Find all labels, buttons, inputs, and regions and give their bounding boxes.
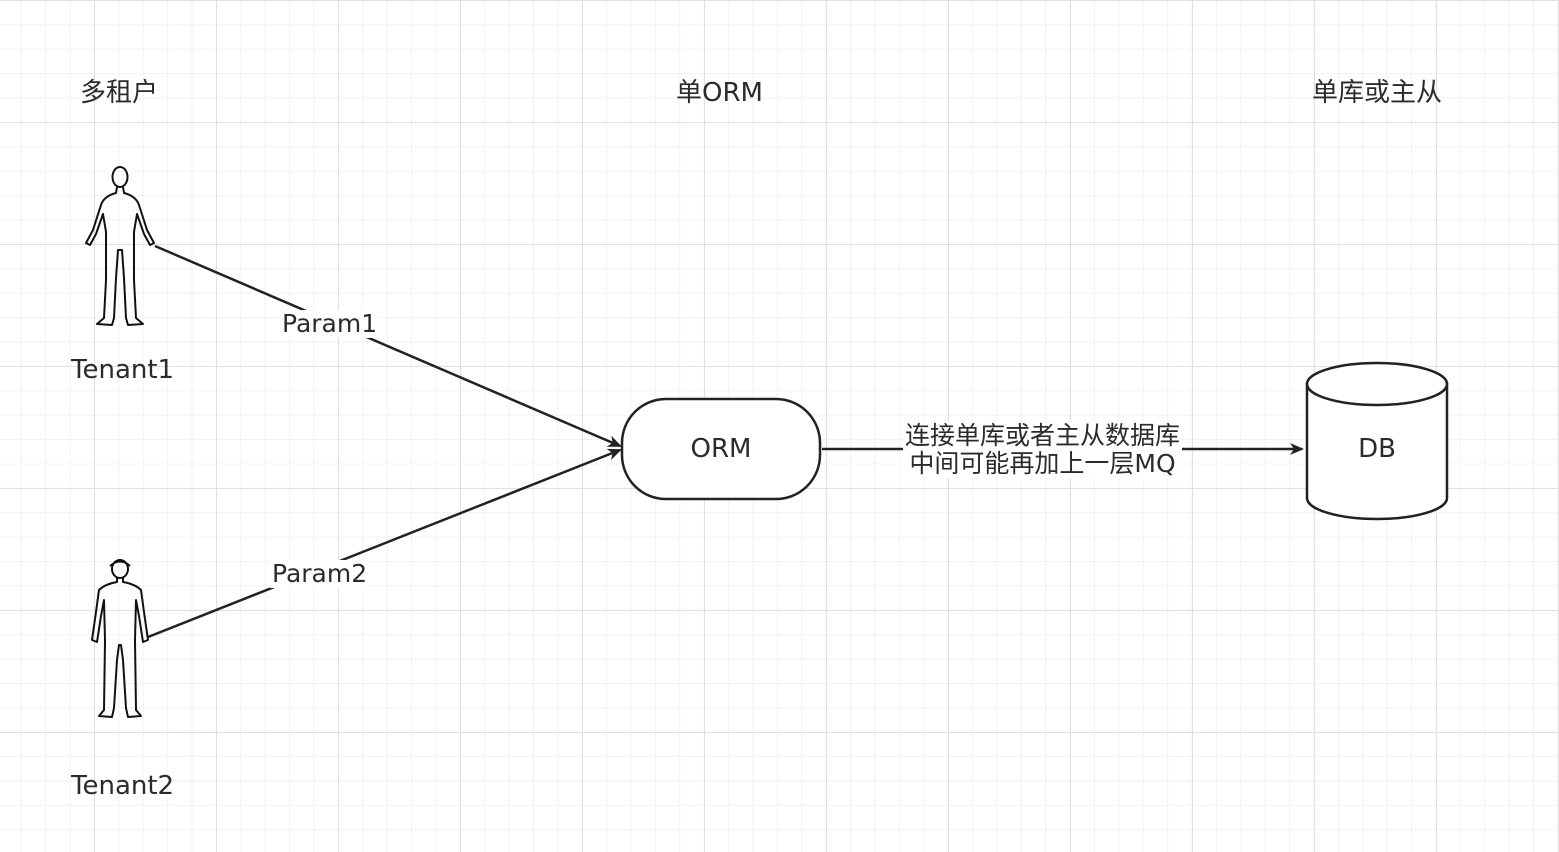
edge-tenant1-orm[interactable] <box>154 244 622 448</box>
edge-label-orm-db-line1: 连接单库或者主从数据库 <box>905 421 1181 450</box>
edge-label-param2: Param2 <box>270 559 370 588</box>
orm-node-label: ORM <box>690 434 752 464</box>
tenant1-label: Tenant1 <box>71 355 175 385</box>
header-single-orm: 单ORM <box>676 78 763 108</box>
orm-node-shape[interactable] <box>620 397 822 501</box>
db-cylinder-shape[interactable] <box>1305 361 1449 521</box>
tenant2-label: Tenant2 <box>71 771 175 801</box>
header-single-db: 单库或主从 <box>1312 78 1443 108</box>
header-multi-tenant: 多租户 <box>80 78 159 108</box>
db-node-label: DB <box>1358 434 1396 464</box>
tenant1-actor-icon[interactable] <box>85 166 155 326</box>
tenant2-actor-icon[interactable] <box>91 559 149 718</box>
edge-label-orm-db-line2: 中间可能再加上一层MQ <box>909 449 1176 478</box>
edge-tenant2-orm[interactable] <box>147 448 622 639</box>
edge-label-orm-db: 连接单库或者主从数据库 中间可能再加上一层MQ <box>903 421 1183 478</box>
edge-label-param1: Param1 <box>280 309 380 338</box>
